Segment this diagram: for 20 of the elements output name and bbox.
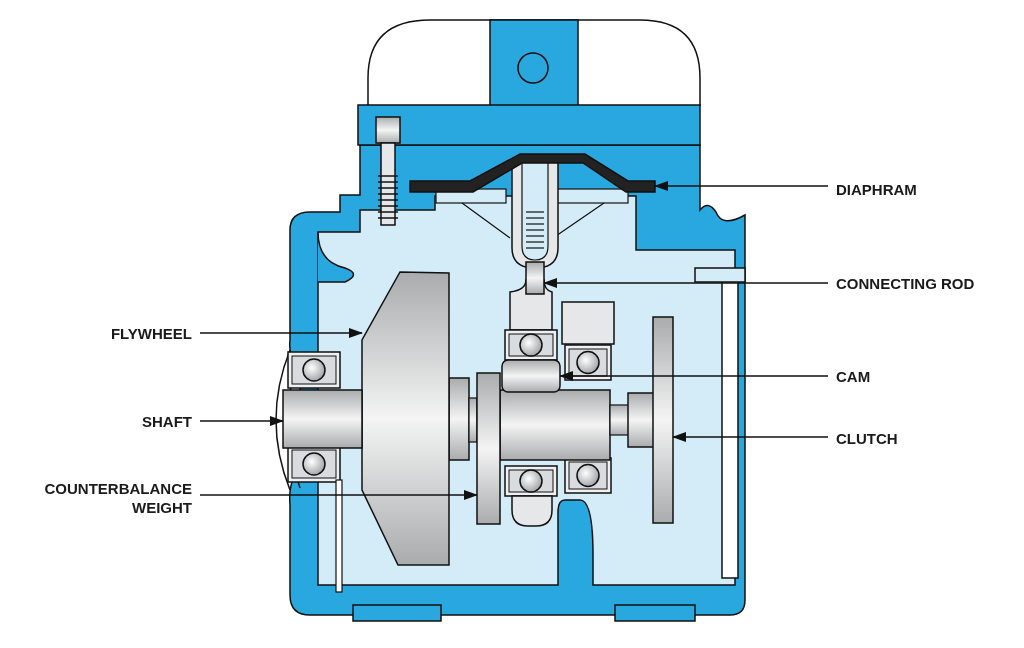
part-label: CAM — [836, 366, 871, 386]
clutch — [652, 316, 674, 524]
counterbalance-weight — [476, 372, 501, 525]
leader-arrow — [199, 416, 284, 426]
leader-arrow — [199, 328, 363, 338]
part-label: FLYWHEEL — [110, 323, 192, 343]
shaft — [282, 389, 363, 449]
part-label: DIAPHRAM — [836, 179, 917, 199]
leader-arrow — [654, 181, 829, 191]
part-label: CLUTCH — [836, 428, 898, 448]
leader-arrow — [199, 490, 478, 500]
cam — [501, 359, 561, 393]
part-label: CONNECTING ROD — [836, 273, 975, 293]
part-label: COUNTERBALANCE WEIGHT — [43, 479, 192, 517]
connecting-rod — [525, 261, 545, 295]
part-label: SHAFT — [142, 411, 192, 431]
diaphragm — [409, 153, 656, 193]
leader-arrow — [559, 371, 829, 381]
leader-arrow — [672, 432, 829, 442]
leader-arrow — [543, 278, 829, 288]
